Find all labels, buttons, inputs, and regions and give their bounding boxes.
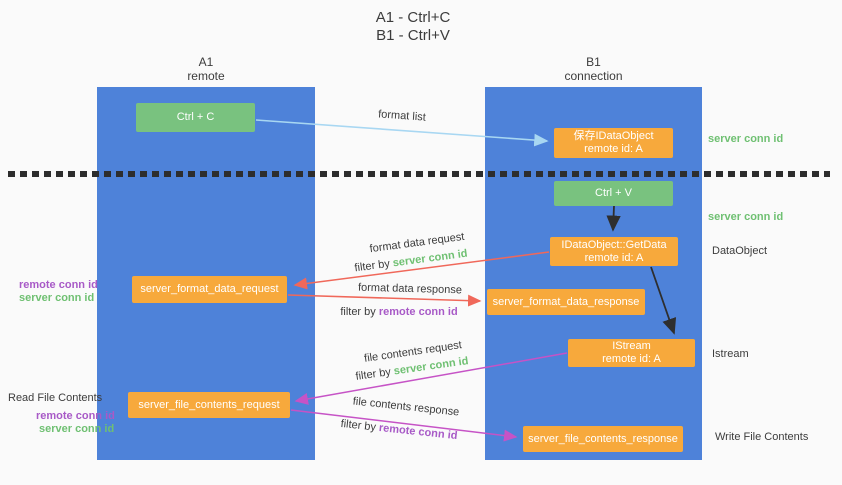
- lane-header-b1: B1 connection: [485, 55, 702, 83]
- format-data-response-filter-label: filter by remote conn id: [340, 306, 457, 318]
- write-file-contents-label: Write File Contents: [715, 431, 809, 443]
- getdata-line2: remote id: A: [584, 251, 644, 264]
- left-remote-conn-id-top-label: remote conn id: [19, 279, 98, 291]
- format-list-label: format list: [377, 108, 427, 124]
- istream-line2: remote id: A: [602, 353, 661, 365]
- ctrl-c-box: Ctrl + C: [136, 103, 255, 132]
- left-remote-conn-id-bottom-label: remote conn id: [36, 410, 115, 422]
- istream-line1: IStream: [612, 340, 651, 352]
- file-contents-response-label: file contents response: [352, 395, 460, 419]
- save-idataobject-box: 保存IDataObject remote id: A: [554, 128, 673, 158]
- title-line-1: A1 - Ctrl+C: [375, 9, 451, 26]
- istream-label: Istream: [712, 348, 749, 360]
- remote-conn-id-text: remote conn id: [378, 421, 458, 443]
- filter-by-text: filter by: [340, 306, 376, 318]
- remote-conn-id-text: remote conn id: [378, 306, 458, 318]
- ctrl-v-box: Ctrl + V: [554, 181, 673, 206]
- getdata-line1: IDataObject::GetData: [561, 238, 667, 251]
- dataobject-label: DataObject: [712, 245, 768, 257]
- read-file-contents-label: Read File Contents: [8, 392, 103, 404]
- server-conn-id-text: server conn id: [392, 247, 469, 270]
- right-server-conn-id-top-label: server conn id: [708, 133, 784, 145]
- diagram-title: A1 - Ctrl+C B1 - Ctrl+V: [338, 9, 488, 45]
- left-server-conn-id-top-label: server conn id: [19, 292, 95, 304]
- lane-b1-title: B1: [586, 55, 601, 69]
- istream-box: IStream remote id: A: [568, 339, 695, 367]
- save-idataobject-line2: remote id: A: [584, 143, 643, 155]
- filter-by-text: filter by: [353, 257, 391, 275]
- file-contents-response-filter-label: filter by remote conn id: [340, 418, 458, 442]
- dashed-separator-line: [8, 171, 830, 177]
- left-server-conn-id-bottom-label: server conn id: [39, 423, 115, 435]
- server-format-data-request-box: server_format_data_request: [132, 276, 287, 303]
- lane-a1-subtitle: remote: [187, 69, 225, 83]
- filter-by-text: filter by: [354, 366, 392, 383]
- lane-header-a1: A1 remote: [97, 55, 315, 83]
- lane-b1-subtitle: connection: [564, 69, 623, 83]
- save-idataobject-line1: 保存IDataObject: [573, 130, 654, 142]
- filter-by-text: filter by: [340, 417, 377, 434]
- idataobject-getdata-box: IDataObject::GetData remote id: A: [550, 237, 678, 266]
- server-file-contents-request-box: server_file_contents_request: [128, 392, 290, 418]
- server-format-data-response-box: server_format_data_response: [487, 289, 645, 315]
- lane-a1-title: A1: [198, 55, 214, 69]
- format-data-response-label: format data response: [357, 281, 463, 297]
- right-server-conn-id-mid-label: server conn id: [708, 211, 784, 223]
- title-line-2: B1 - Ctrl+V: [376, 27, 450, 44]
- server-file-contents-response-box: server_file_contents_response: [523, 426, 683, 452]
